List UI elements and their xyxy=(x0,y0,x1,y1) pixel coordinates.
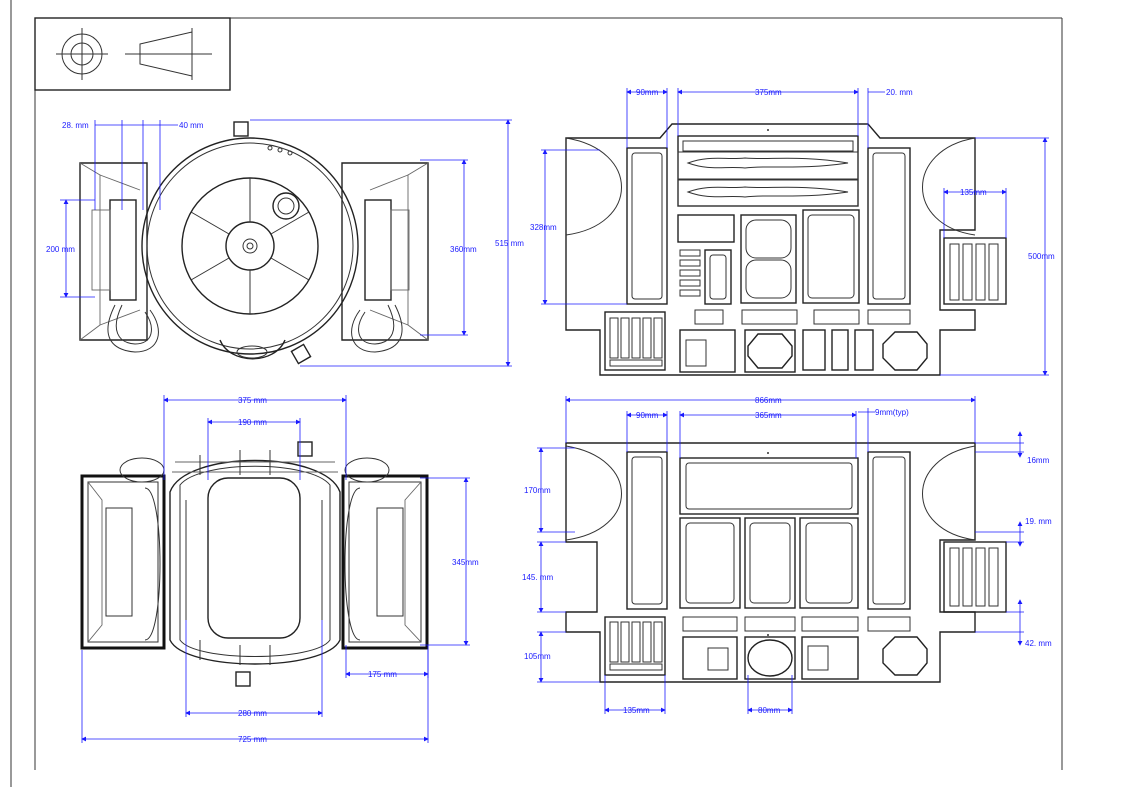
dim-42mm: 42. mm xyxy=(1025,639,1052,648)
dim-280mm: 280 mm xyxy=(238,709,267,718)
dim-175mm: 175 mm xyxy=(368,670,397,679)
dim-40mm: 40 mm xyxy=(179,121,204,130)
dim-500mm: 500mm xyxy=(1028,252,1055,261)
front-view-dimensions: 375 mm 190 mm 345mm 175 mm 280 mm 725 mm xyxy=(81,395,479,744)
dim-375mm-front: 375 mm xyxy=(238,396,267,405)
projection-cone-icon xyxy=(125,28,212,80)
dim-19mm: 19. mm xyxy=(1025,517,1052,526)
dim-135mm-bottom: 135mm xyxy=(623,706,650,715)
dim-135mm-top: 135mm xyxy=(960,188,987,197)
dim-105mm: 105mm xyxy=(524,652,551,661)
dim-145mm: 145. mm xyxy=(522,573,553,582)
dim-90mm-bottom: 90mm xyxy=(636,411,659,420)
dim-9mm-typ: 9mm(typ) xyxy=(875,408,909,417)
top-view-drawing xyxy=(79,121,429,365)
dim-328mm: 328mm xyxy=(530,223,557,232)
projection-circles-icon xyxy=(56,28,108,80)
dim-365mm: 365mm xyxy=(755,411,782,420)
dim-515mm: 515 mm xyxy=(495,239,524,248)
dim-190mm: 190 mm xyxy=(238,418,267,427)
dim-375mm-panel: 375mm xyxy=(755,88,782,97)
panel-top-dimensions: 90mm 375mm 20. mm 135mm 328mm 500mm xyxy=(530,88,1055,376)
dim-28mm: 28. mm xyxy=(62,121,89,130)
dim-200mm: 200 mm xyxy=(46,245,75,254)
dim-90mm-top: 90mm xyxy=(636,88,659,97)
panel-top-drawing xyxy=(565,123,1007,376)
dim-866mm: 866mm xyxy=(755,396,782,405)
front-view-drawing xyxy=(80,441,429,687)
dim-20mm: 20. mm xyxy=(886,88,913,97)
dim-725mm: 725 mm xyxy=(238,735,267,744)
dim-360mm: 360mm xyxy=(450,245,477,254)
dim-16mm: 16mm xyxy=(1027,456,1050,465)
panel-bottom-dimensions: 866mm 90mm 365mm 9mm(typ) 16mm 170mm 19.… xyxy=(522,396,1052,715)
top-view-dimensions: 28. mm 40 mm 200 mm 360mm 515 mm xyxy=(46,119,524,367)
dim-80mm: 80mm xyxy=(758,706,781,715)
sheet-frame xyxy=(10,0,1063,787)
dim-170mm: 170mm xyxy=(524,486,551,495)
panel-bottom-drawing xyxy=(565,442,1007,683)
projection-symbol-block xyxy=(34,17,231,91)
dim-345mm: 345mm xyxy=(452,558,479,567)
